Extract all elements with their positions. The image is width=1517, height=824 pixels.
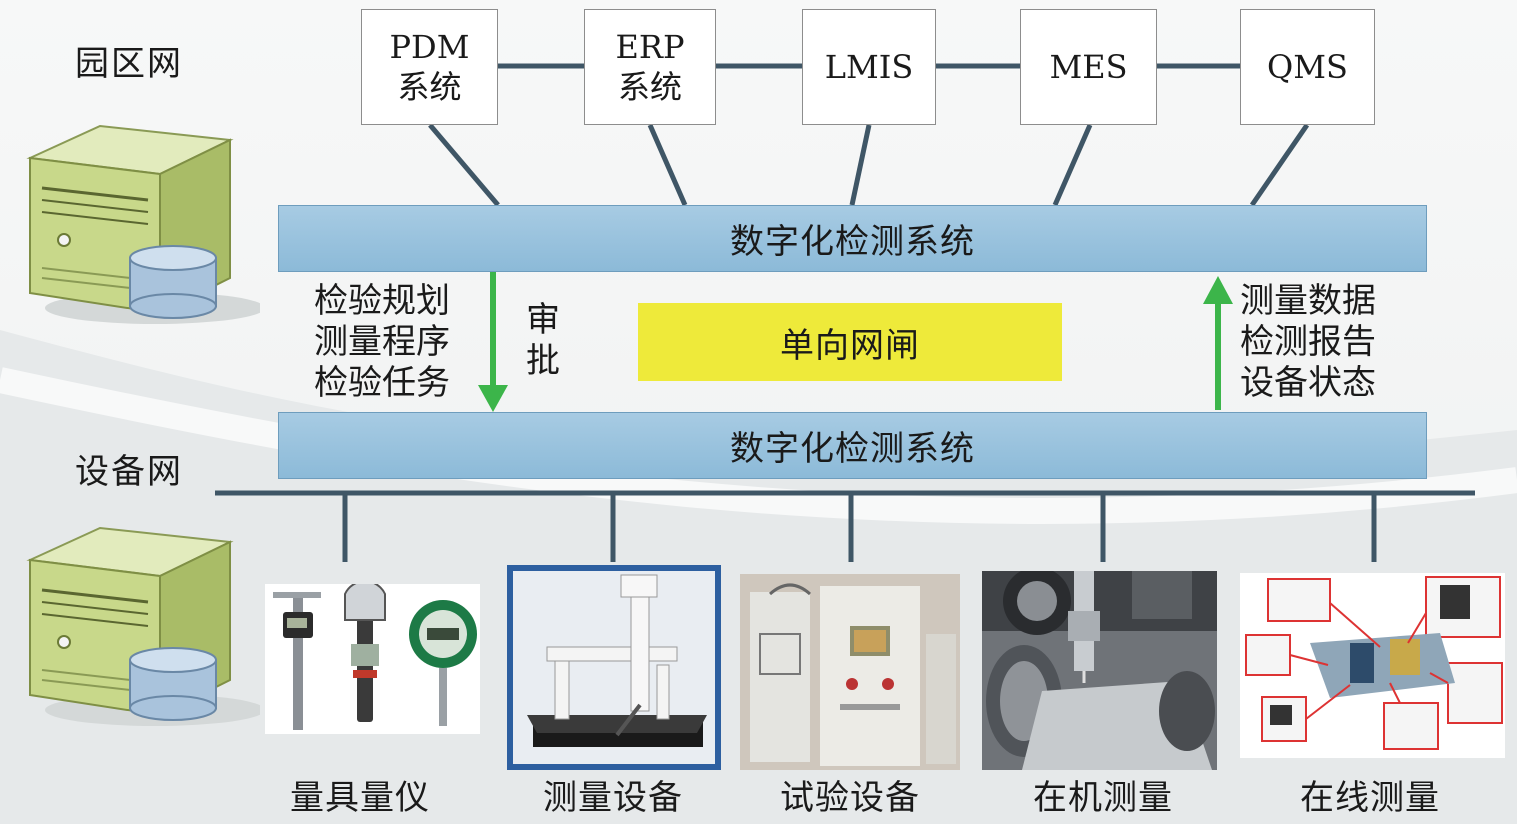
down-flow-text: 检验规划 测量程序 检验任务 [314, 281, 450, 403]
device-server-icon [26, 526, 260, 726]
device-network-label: 设备网 [75, 452, 183, 492]
upper-inspection-system-bar[interactable]: 数字化检测系统 [278, 205, 1427, 272]
lower-inspection-system-bar[interactable]: 数字化检测系统 [278, 412, 1427, 479]
device-caption-measuring: 测量设备 [543, 778, 683, 818]
system-box-erp[interactable]: ERP 系统 [584, 9, 716, 125]
system-box-lmis[interactable]: LMIS [802, 9, 936, 125]
park-server-icon [26, 124, 260, 324]
down-arrow-icon [478, 385, 508, 412]
device-caption-online: 在线测量 [1300, 778, 1440, 818]
online-measuring-image [1240, 573, 1505, 758]
link-lmis [849, 124, 872, 206]
link-erp [647, 123, 688, 207]
measuring-equipment-image [507, 565, 721, 770]
up-flow-text: 测量数据 检测报告 设备状态 [1240, 281, 1376, 403]
system-box-qms[interactable]: QMS [1240, 9, 1375, 125]
system-box-pdm[interactable]: PDM 系统 [361, 9, 498, 125]
link-mes [1052, 123, 1093, 207]
link-qms [1249, 123, 1310, 207]
approval-text: 审 批 [526, 300, 560, 381]
device-caption-onmachine: 在机测量 [1033, 778, 1173, 818]
gauges-image [265, 584, 480, 734]
on-machine-measuring-image [982, 571, 1217, 770]
testing-equipment-image [740, 574, 960, 770]
up-arrow-icon [1203, 276, 1233, 304]
system-box-mes[interactable]: MES [1020, 9, 1157, 125]
park-network-label: 园区网 [75, 44, 183, 84]
device-caption-testing: 试验设备 [780, 778, 920, 818]
device-caption-gauges: 量具量仪 [290, 778, 430, 818]
link-pdm [428, 123, 500, 207]
one-way-gateway[interactable]: 单向网闸 [638, 303, 1062, 381]
